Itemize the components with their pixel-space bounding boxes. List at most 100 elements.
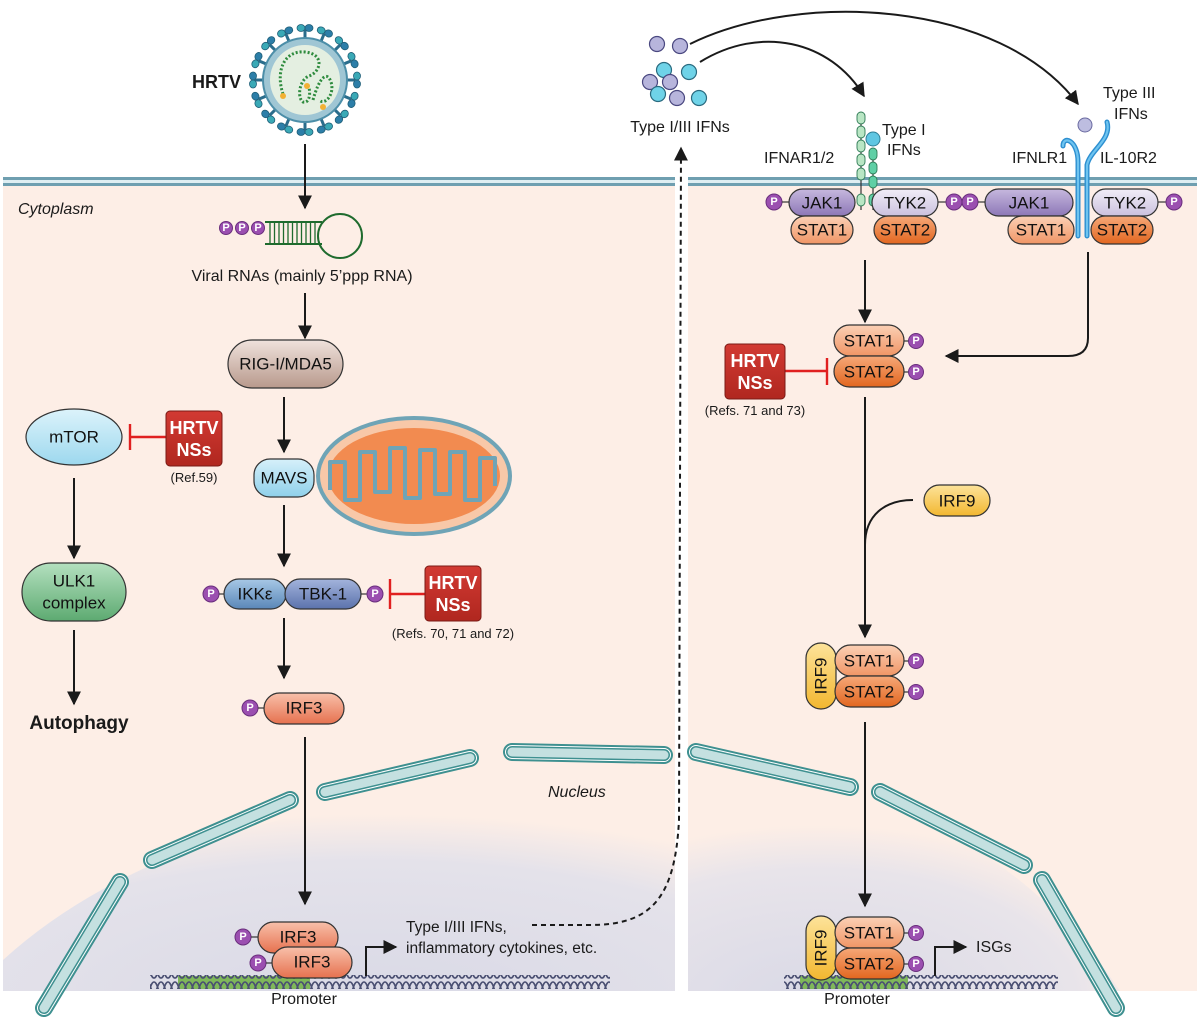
spike-icon: [249, 71, 263, 89]
irf3-a-label: IRF3: [280, 928, 317, 947]
spike-icon: [343, 91, 359, 108]
type3-ifn-label-line1: Type III: [1103, 85, 1155, 102]
hrtv-nss-inhibitor-mtor: HRTV NSs (Ref.59): [128, 410, 223, 485]
nss-label-line2: NSs: [176, 440, 211, 460]
tyk2-label: TYK2: [884, 194, 927, 213]
hrtv-virion: [249, 24, 361, 136]
nuclear-envelope-segment: [316, 749, 479, 801]
type3-ifn-label-line2: IFNs: [1114, 106, 1148, 123]
output-label-line1: Type I/III IFNs,: [406, 919, 507, 936]
phospho-isgf3-stat1: P: [912, 655, 919, 667]
irf3-dimer: P IRF3 P IRF3: [234, 921, 353, 979]
type3-ifn-molecule-icon: [661, 73, 679, 91]
phospho-irf3-b: P: [254, 957, 261, 969]
ifnlr1-label: IFNLR1: [1012, 150, 1067, 167]
type1-ifn-molecule-icon: [649, 85, 667, 103]
mavs-label: MAVS: [261, 469, 308, 488]
ikke-label: IKKε: [238, 585, 273, 604]
nuclear-envelope-segment: [687, 743, 859, 796]
ppp-2: P: [238, 222, 245, 234]
tbk1-label: TBK-1: [299, 585, 347, 604]
cytoplasm-label: Cytoplasm: [18, 201, 94, 218]
phospho-stat1: P: [912, 335, 919, 347]
rig-i-mda5-node: RIG-I/MDA5: [227, 339, 344, 389]
phospho-tbk1: P: [371, 588, 378, 600]
type1-ifn-label-line2: IFNs: [887, 142, 921, 159]
type3-ifn-molecule-icon: [648, 35, 666, 53]
spike-icon: [296, 24, 314, 38]
ifnar-receptor: [856, 111, 881, 210]
dna-left: [150, 975, 610, 989]
mitochondrion-icon: [316, 416, 512, 536]
nucleus-region-left: [3, 770, 675, 991]
nss-label-line2: NSs: [737, 373, 772, 393]
ifn-molecules-cluster: [641, 35, 708, 107]
transcription-arrow-left: [365, 940, 398, 976]
ulk1-label-line2: complex: [42, 594, 106, 613]
spike-icon: [261, 36, 277, 52]
nucleus-label: Nucleus: [548, 784, 606, 801]
ifnlr-receptor: [1060, 117, 1111, 239]
nuclear-envelope-right: [687, 743, 1125, 1017]
promoter-label-right: Promoter: [824, 991, 890, 1008]
nucleus-region-right: [688, 770, 1120, 991]
viral-rna-label: Viral RNAs (mainly 5’ppp RNA): [191, 268, 412, 285]
promoter-label-left: Promoter: [271, 991, 337, 1008]
mtor-label: mTOR: [49, 428, 99, 447]
plasma-membrane-right: [688, 177, 1197, 186]
ifnar-label: IFNAR1/2: [764, 150, 834, 167]
phospho-irf3-a: P: [239, 931, 246, 943]
phospho-jak1: P: [770, 196, 777, 208]
irf9-label: IRF9: [939, 492, 976, 511]
type1-ifn-molecule-icon: [690, 89, 708, 107]
jak1-label-b: JAK1: [1009, 194, 1050, 213]
type3-ifn-molecule-icon: [668, 89, 686, 107]
ppp-1: P: [222, 222, 229, 234]
glycoprotein-spikes: [249, 24, 361, 136]
spike-icon: [333, 108, 349, 124]
viral-genome-icon: [278, 50, 334, 104]
nss-label-line1: HRTV: [731, 351, 780, 371]
irf3-node: P IRF3: [241, 692, 345, 725]
nss-reference: (Ref.59): [171, 470, 218, 485]
nuclear-irf9-label: IRF9: [812, 930, 831, 967]
spike-icon: [277, 26, 294, 42]
transcription-arrow-right: [934, 940, 968, 976]
nss-reference: (Refs. 70, 71 and 72): [392, 626, 514, 641]
right-panel: [688, 177, 1197, 991]
nuclear-envelope-segment: [1033, 871, 1125, 1017]
spike-icon: [343, 52, 359, 69]
phospho-nuclear-stat2: P: [912, 958, 919, 970]
phospho-tyk2: P: [950, 196, 957, 208]
dna-helix-left: [150, 975, 610, 989]
irf3-label: IRF3: [286, 699, 323, 718]
ifnlr-jak-stat-complex: P JAK1 TYK2 P STAT1 STAT2: [961, 188, 1183, 245]
nss-label-line1: HRTV: [429, 573, 478, 593]
pstat1-label: STAT1: [844, 332, 894, 351]
type1-ifn-molecule-icon: [680, 63, 698, 81]
pstat2-label: STAT2: [844, 363, 894, 382]
secretion-dashed-arrow: [532, 146, 688, 926]
isgf3-stat2-label: STAT2: [844, 683, 894, 702]
spike-icon: [347, 71, 361, 89]
type3-ifn-molecule-icon: [641, 73, 659, 91]
phospho-stat2: P: [912, 366, 919, 378]
stat1-label-b: STAT1: [1016, 221, 1066, 240]
spike-icon: [316, 26, 333, 42]
irf9-node: IRF9: [923, 484, 991, 517]
plasma-membrane-left: [3, 177, 675, 186]
nuclear-envelope-segment: [143, 791, 299, 869]
nss-label-line1: HRTV: [170, 418, 219, 438]
rig-i-mda5-label: RIG-I/MDA5: [239, 355, 332, 374]
phospho-ikke: P: [207, 588, 214, 600]
autophagy-label: Autophagy: [29, 713, 129, 734]
spike-icon: [316, 118, 333, 134]
phospho-nuclear-stat1: P: [912, 927, 919, 939]
arrow-ifn-to-ifnlr: [689, 10, 1079, 106]
nss-label-line2: NSs: [435, 595, 470, 615]
isgf3-stat1-label: STAT1: [844, 652, 894, 671]
mtor-node: mTOR: [25, 408, 123, 466]
stat1-label: STAT1: [797, 221, 847, 240]
isgf3-nuclear-complex: IRF9 STAT1 P STAT2 P: [805, 915, 924, 981]
